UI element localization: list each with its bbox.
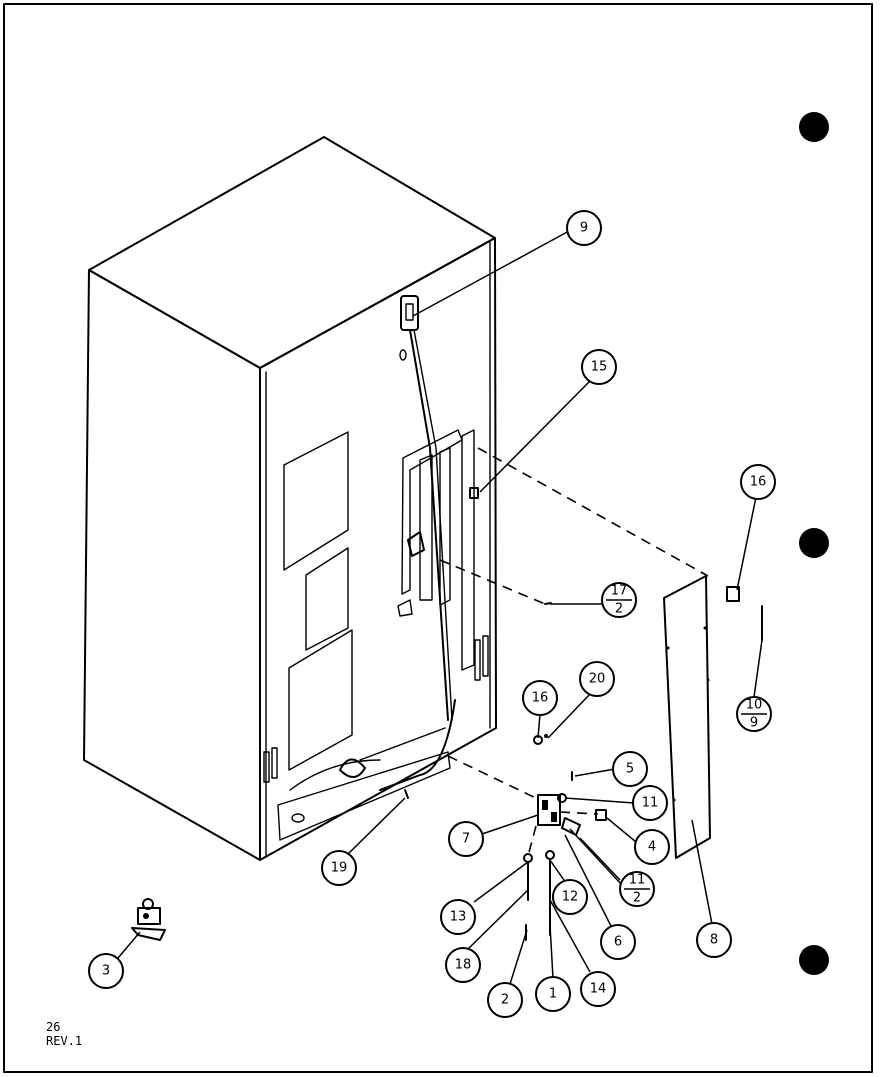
callout-8: 8: [696, 922, 732, 958]
callout-18: 18: [445, 947, 481, 983]
callout-14: 14: [580, 971, 616, 1007]
back-label-lower: [288, 629, 353, 771]
assembly-guide-lines: [439, 447, 709, 857]
callout-9: 9: [566, 210, 602, 246]
water-tubing-assembly: [339, 295, 479, 799]
callout-15: 15: [581, 349, 617, 385]
callout-17-2: 172: [601, 582, 637, 618]
callout-16-lower: 16: [522, 680, 558, 716]
callout-12: 12: [552, 879, 588, 915]
svg-text:2: 2: [615, 602, 623, 617]
svg-text:20: 20: [589, 672, 606, 687]
callout-13: 13: [440, 899, 476, 935]
svg-text:16: 16: [750, 475, 767, 490]
callout-4: 4: [634, 829, 670, 865]
callout-19: 19: [321, 850, 357, 886]
callout-1: 1: [535, 976, 571, 1012]
svg-text:7: 7: [462, 832, 470, 847]
svg-text:1: 1: [549, 987, 557, 1002]
svg-text:10: 10: [746, 698, 763, 713]
svg-text:19: 19: [331, 861, 348, 876]
svg-text:2: 2: [501, 993, 509, 1008]
svg-text:14: 14: [590, 982, 607, 997]
svg-text:4: 4: [648, 840, 656, 855]
revision-label: REV.1: [46, 1034, 82, 1048]
svg-text:11: 11: [629, 873, 646, 888]
svg-text:17: 17: [611, 584, 628, 599]
callout-20: 20: [579, 661, 615, 697]
svg-text:18: 18: [455, 958, 472, 973]
punch-hole-middle: [799, 528, 829, 558]
svg-text:6: 6: [614, 935, 622, 950]
callout-2: 2: [487, 982, 523, 1018]
callout-10-9: 109: [736, 696, 772, 732]
callout-leader-lines: [117, 230, 763, 985]
refrigerator-cabinet: [83, 136, 497, 861]
lower-vent-grille: [263, 635, 489, 783]
svg-text:16: 16: [532, 691, 549, 706]
callout-6: 6: [600, 924, 636, 960]
back-label-middle: [305, 547, 349, 651]
svg-text:2: 2: [633, 891, 641, 906]
callout-3: 3: [88, 953, 124, 989]
back-label-upper: [283, 431, 349, 571]
svg-text:9: 9: [750, 716, 758, 731]
callout-5: 5: [612, 751, 648, 787]
callout-16-upper: 16: [740, 464, 776, 500]
solenoid-valve-part: [131, 898, 166, 941]
sheet-number: 26: [46, 1020, 60, 1034]
callout-11-2: 112: [619, 871, 655, 907]
svg-text:15: 15: [591, 360, 608, 375]
page-border: [3, 3, 873, 1073]
drain-pan: [277, 751, 451, 841]
svg-text:8: 8: [710, 933, 718, 948]
svg-text:3: 3: [102, 964, 110, 979]
punch-hole-bottom: [799, 945, 829, 975]
svg-text:12: 12: [562, 890, 579, 905]
punch-hole-top: [799, 112, 829, 142]
svg-text:11: 11: [642, 796, 659, 811]
svg-text:13: 13: [450, 910, 467, 925]
svg-text:9: 9: [580, 221, 588, 236]
callout-7: 7: [448, 821, 484, 857]
svg-text:5: 5: [626, 762, 634, 777]
callout-11: 11: [632, 785, 668, 821]
access-cover-panel: [663, 575, 763, 859]
